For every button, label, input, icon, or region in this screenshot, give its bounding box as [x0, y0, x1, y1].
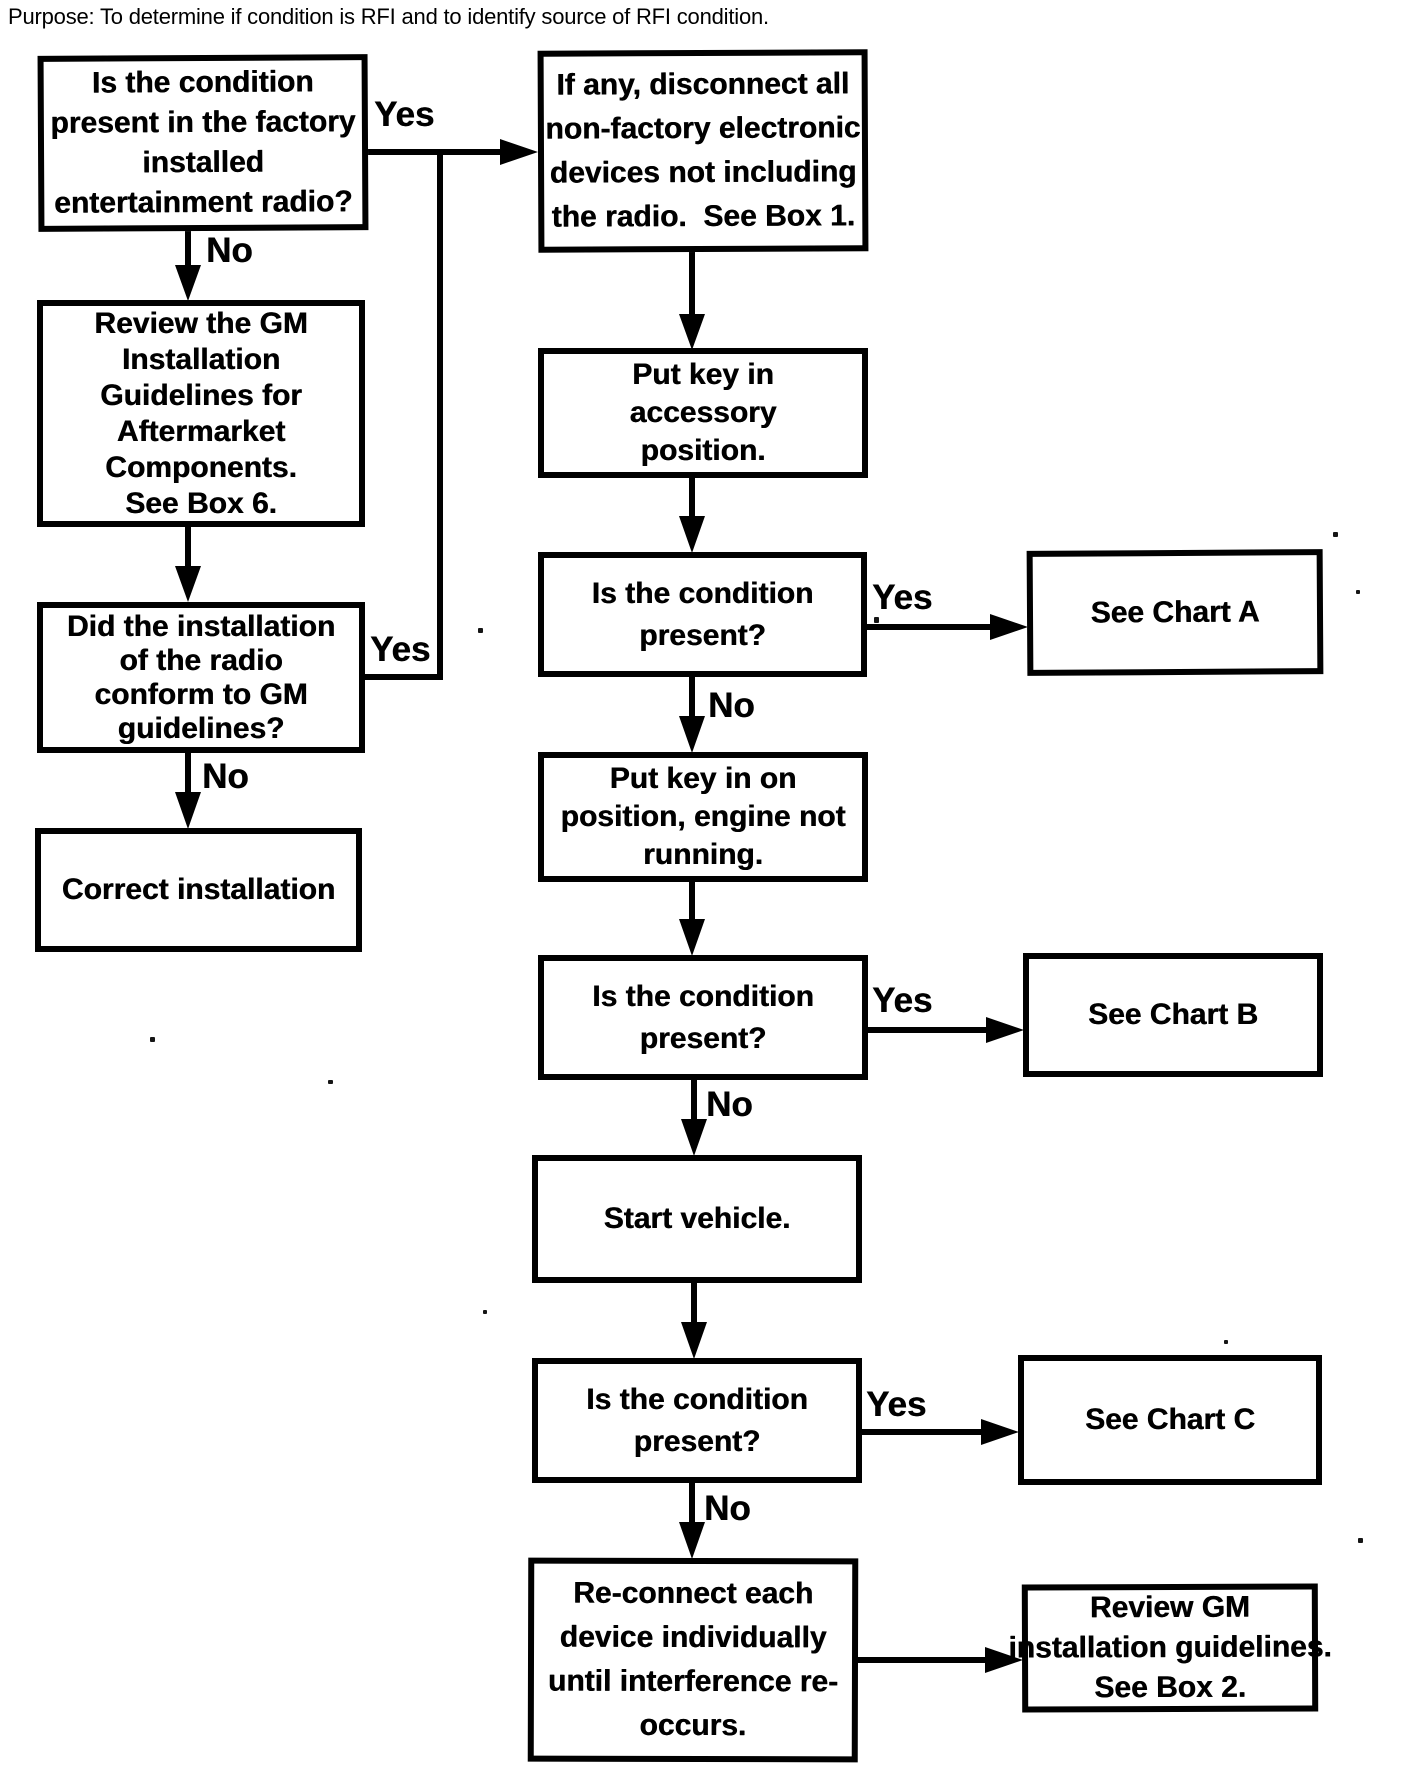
arrow-keyacc-to-q1: [679, 477, 705, 553]
edge-label-on-no: No: [706, 1085, 753, 1124]
arrow-start-to-q3: [681, 1282, 707, 1359]
arrow-q2-yes: [867, 1017, 1024, 1043]
arrow-disconnect-to-keyacc: [679, 251, 705, 350]
arrow-box6-to-conform: [175, 525, 201, 602]
node-key-accessory-position: Put key in accessory position.: [538, 348, 868, 478]
edge-label-run-yes: Yes: [866, 1385, 927, 1424]
node-question-conform-guidelines: Did the installation of the radio confor…: [37, 602, 365, 753]
node-question-factory-radio: Is the condition present in the factory …: [37, 54, 369, 232]
scan-speck: [874, 617, 879, 623]
edge-label-conform-no: No: [202, 757, 249, 796]
node-review-gm-box2: Review GM installation guidelines. See B…: [1008, 1583, 1332, 1713]
edge-label-conform-yes: Yes: [370, 630, 431, 669]
arrow-conform-no: [175, 751, 201, 829]
node-correct-installation: Correct installation: [35, 828, 362, 952]
node-start-vehicle: Start vehicle.: [532, 1155, 862, 1283]
edge-label-acc-yes: Yes: [872, 578, 933, 617]
arrow-q1-no: [679, 676, 705, 753]
scan-speck: [1224, 1340, 1228, 1344]
node-question-condition-present-2: Is the condition present?: [538, 955, 868, 1080]
scan-speck: [150, 1037, 155, 1042]
arrow-factory-no: [175, 229, 201, 301]
node-see-chart-a: See Chart A: [1026, 549, 1324, 676]
arrow-q3-no: [679, 1482, 705, 1559]
edge-label-factory-yes: Yes: [374, 95, 435, 134]
arrow-q3-yes: [861, 1419, 1019, 1445]
edge-label-acc-no: No: [708, 686, 755, 725]
arrow-yes-merge: [362, 139, 538, 680]
node-reconnect-devices: Re-connect each device individually unti…: [527, 1557, 859, 1763]
arrow-q1-yes: [866, 614, 1028, 640]
scan-speck: [1333, 532, 1338, 537]
scan-speck: [483, 1310, 487, 1314]
node-disconnect-devices-box1: If any, disconnect all non-factory elect…: [537, 49, 869, 253]
scan-speck: [478, 628, 483, 633]
node-review-gm-box6: Review the GM Installation Guidelines fo…: [37, 300, 365, 527]
arrow-keyon-to-q2: [679, 881, 705, 956]
purpose-title: Purpose: To determine if condition is RF…: [8, 4, 769, 29]
edge-label-factory-no: No: [206, 231, 253, 270]
node-key-on-position: Put key in on position, engine not runni…: [538, 752, 868, 882]
edge-label-run-no: No: [704, 1489, 751, 1528]
scan-speck: [1358, 1538, 1363, 1543]
scan-speck: [328, 1080, 333, 1084]
node-question-condition-present-3: Is the condition present?: [532, 1358, 862, 1483]
arrow-reconnect-to-review: [857, 1647, 1023, 1673]
arrow-q2-no: [681, 1079, 707, 1156]
node-question-condition-present-1: Is the condition present?: [538, 552, 867, 677]
node-see-chart-c: See Chart C: [1018, 1355, 1322, 1485]
node-see-chart-b: See Chart B: [1023, 953, 1323, 1077]
scan-speck: [1356, 590, 1360, 594]
edge-label-on-yes: Yes: [872, 981, 933, 1020]
